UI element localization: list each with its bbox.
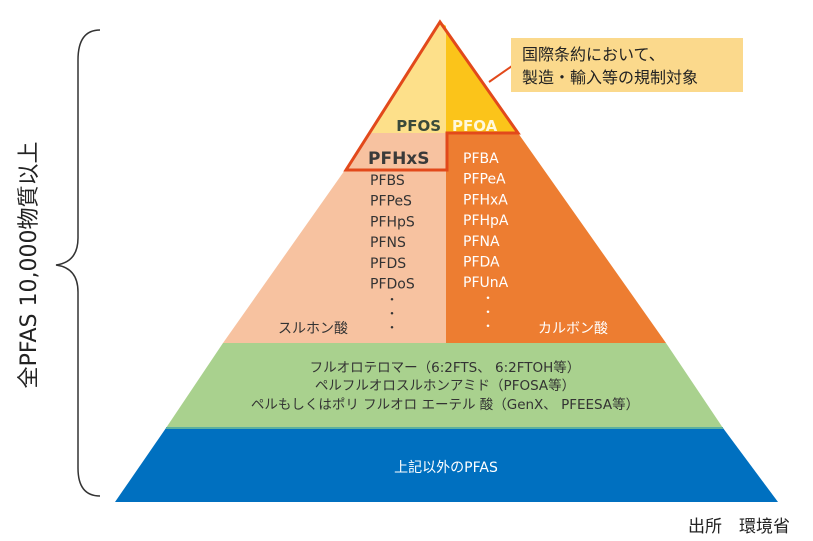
callout-pointer [488, 65, 513, 83]
ellipsis-dot: ・ [386, 307, 398, 321]
carboxylic-item: PFNA [463, 234, 500, 250]
carboxylic-tier [446, 133, 666, 343]
pfos-tier [371, 22, 446, 133]
pfoa-label: PFOA [452, 117, 498, 135]
pfos-label: PFOS [396, 117, 441, 135]
sulfonic-item: PFDS [370, 256, 406, 272]
ellipsis-dot: ・ [482, 305, 494, 319]
sulfonic-label: スルホン酸 [278, 321, 348, 337]
ellipsis-dot: ・ [482, 319, 494, 333]
callout-line1: 国際条約において、 [522, 45, 665, 64]
sulfonic-item: PFBS [370, 173, 405, 189]
left-label: 全PFAS 10,000物質以上 [17, 142, 42, 389]
ellipsis-dot: ・ [482, 291, 494, 305]
carboxylic-item: PFBA [463, 151, 499, 167]
sulfonic-item: PFPeS [370, 194, 412, 210]
sulfonic-item: PFHpS [370, 214, 415, 230]
green-line-3: ペルもしくはポリ フルオロ エーテル 酸（GenX、 PFEESA等） [251, 396, 639, 413]
callout-line2: 製造・輸入等の規制対象 [522, 68, 698, 87]
green-tier [166, 343, 723, 428]
ellipsis-dot: ・ [386, 293, 398, 307]
green-line-1: フルオロテロマー（6:2FTS、 6:2FTOH等） [310, 359, 581, 376]
left-brace [55, 29, 101, 497]
sulfonic-item: PFNS [370, 235, 406, 251]
pfhxs-label: PFHxS [368, 149, 430, 169]
carboxylic-item: PFHxA [463, 192, 508, 208]
blue-tier [115, 428, 778, 502]
regulated-outline [343, 19, 521, 172]
sulfonic-item: PFDoS [370, 277, 415, 293]
carboxylic-item: PFDA [463, 255, 500, 271]
carboxylic-item: PFUnA [463, 275, 509, 291]
carboxylic-label: カルボン酸 [538, 321, 608, 337]
ellipsis-dot: ・ [386, 321, 398, 335]
carboxylic-item: PFHpA [463, 213, 509, 229]
sulfonic-tier [223, 133, 446, 343]
callout-box [511, 38, 743, 92]
green-line-2: ペルフルオロスルホンアミド（PFOSA等） [315, 377, 575, 394]
source-label: 出所 環境省 [688, 517, 790, 537]
blue-tier-label: 上記以外のPFAS [394, 459, 498, 476]
carboxylic-item: PFPeA [463, 172, 506, 188]
